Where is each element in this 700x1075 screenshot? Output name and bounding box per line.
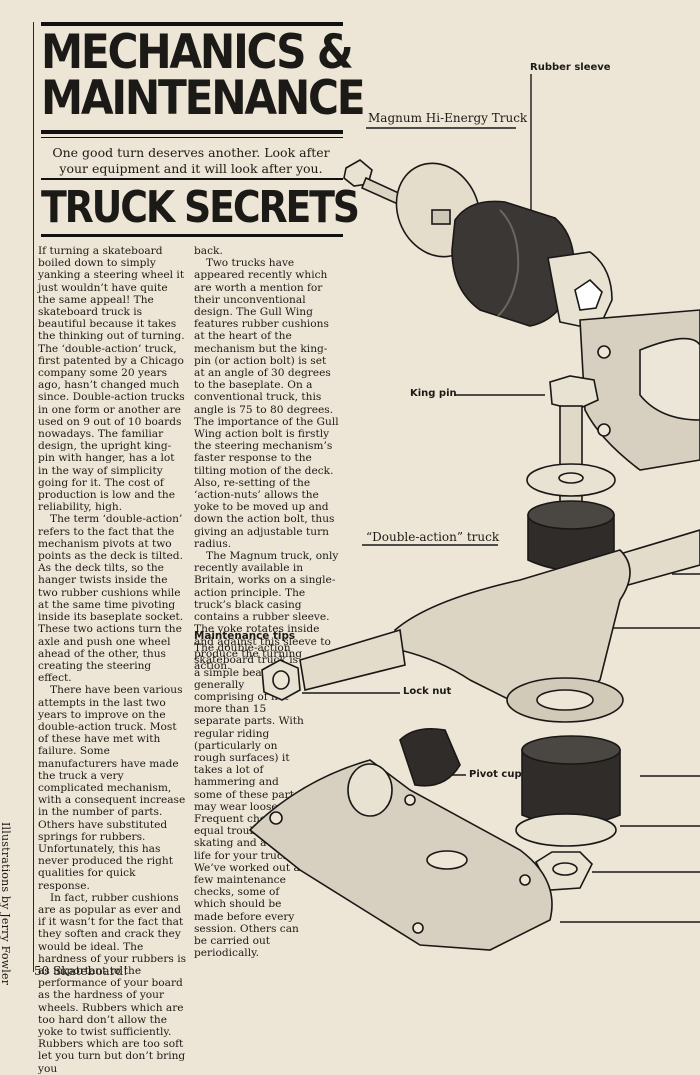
page-title: MECHANICS & MAINTENANCE bbox=[41, 25, 366, 126]
label-king-pin: King pin bbox=[410, 388, 457, 399]
article-column-2: back. Two trucks have appeared recently … bbox=[194, 245, 340, 672]
page-title-line1: MECHANICS & bbox=[41, 25, 354, 80]
truck-diagram bbox=[248, 74, 700, 951]
margin-rule bbox=[33, 22, 34, 972]
paragraph: The term ‘double-action’ refers to the f… bbox=[38, 513, 184, 685]
label-magnum-truck: Magnum Hi-Energy Truck bbox=[368, 111, 528, 125]
label-lock-nut: Lock nut bbox=[403, 686, 452, 697]
page-title-line2: MAINTENANCE bbox=[41, 71, 366, 126]
deck-rule bbox=[41, 178, 343, 180]
label-pivot-cup: Pivot cup bbox=[469, 769, 522, 780]
title-rule bbox=[41, 130, 343, 134]
top-rule bbox=[41, 22, 343, 26]
standfirst: One good turn deserves another. Look aft… bbox=[52, 145, 330, 176]
paragraph: back. bbox=[194, 245, 223, 257]
section-rule bbox=[41, 234, 343, 237]
double-action-truck-illustration bbox=[248, 375, 700, 951]
magazine-page: Illustrations by Jerry Fowler MECHANICS … bbox=[0, 22, 700, 1075]
title-rule-thin bbox=[41, 137, 343, 138]
subheading: Maintenance tips bbox=[194, 630, 296, 642]
page-folio: 50 Skateboard! bbox=[34, 964, 128, 978]
label-double-action-truck: “Double-action” truck bbox=[366, 530, 500, 544]
paragraph: Two trucks have appeared recently which … bbox=[194, 257, 339, 550]
label-rubber-sleeve: Rubber sleeve bbox=[530, 62, 611, 73]
paragraph: The Magnum truck, only recently availabl… bbox=[194, 550, 339, 672]
paragraph: There have been various attempts in the … bbox=[38, 684, 186, 892]
paragraph: If turning a skateboard boiled down to s… bbox=[38, 245, 185, 514]
magnum-truck-illustration bbox=[343, 159, 700, 471]
